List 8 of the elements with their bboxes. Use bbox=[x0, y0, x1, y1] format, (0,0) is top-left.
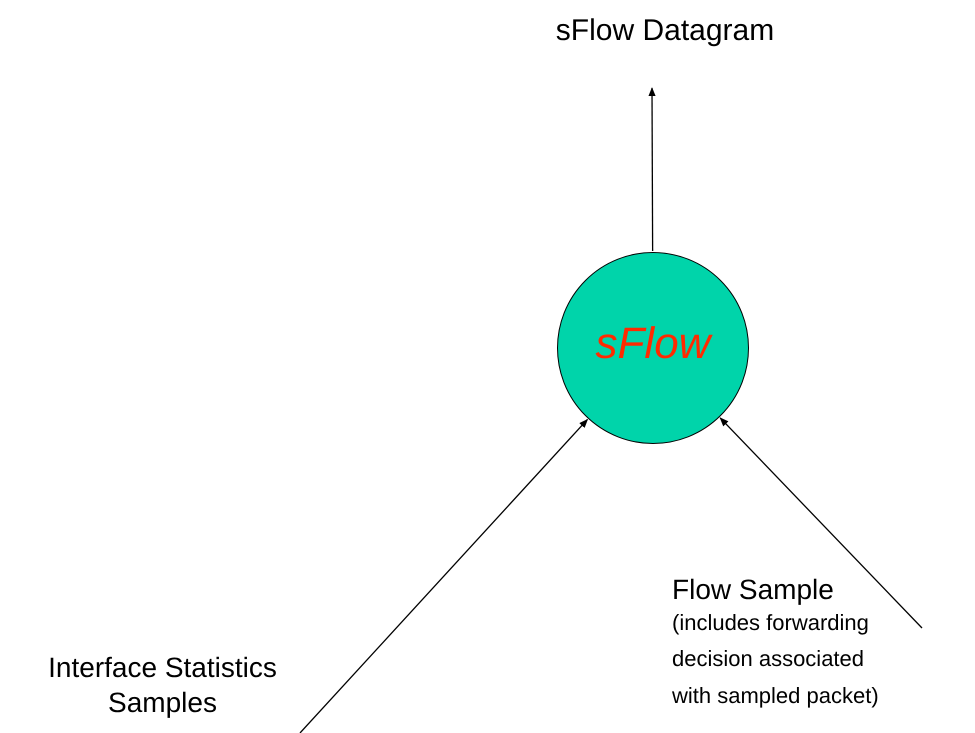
node-label: sFlow Datagram bbox=[554, 13, 776, 49]
node-label: Flow Sample bbox=[672, 573, 835, 607]
arrow bbox=[648, 87, 656, 251]
arrow bbox=[720, 417, 922, 628]
node-description: (includes forwarding decision associated with sampled packet) bbox=[672, 609, 880, 710]
node-label: Interface Statistics Samples bbox=[47, 651, 278, 720]
node-label: sFlow bbox=[596, 319, 710, 369]
arrow bbox=[300, 418, 588, 733]
